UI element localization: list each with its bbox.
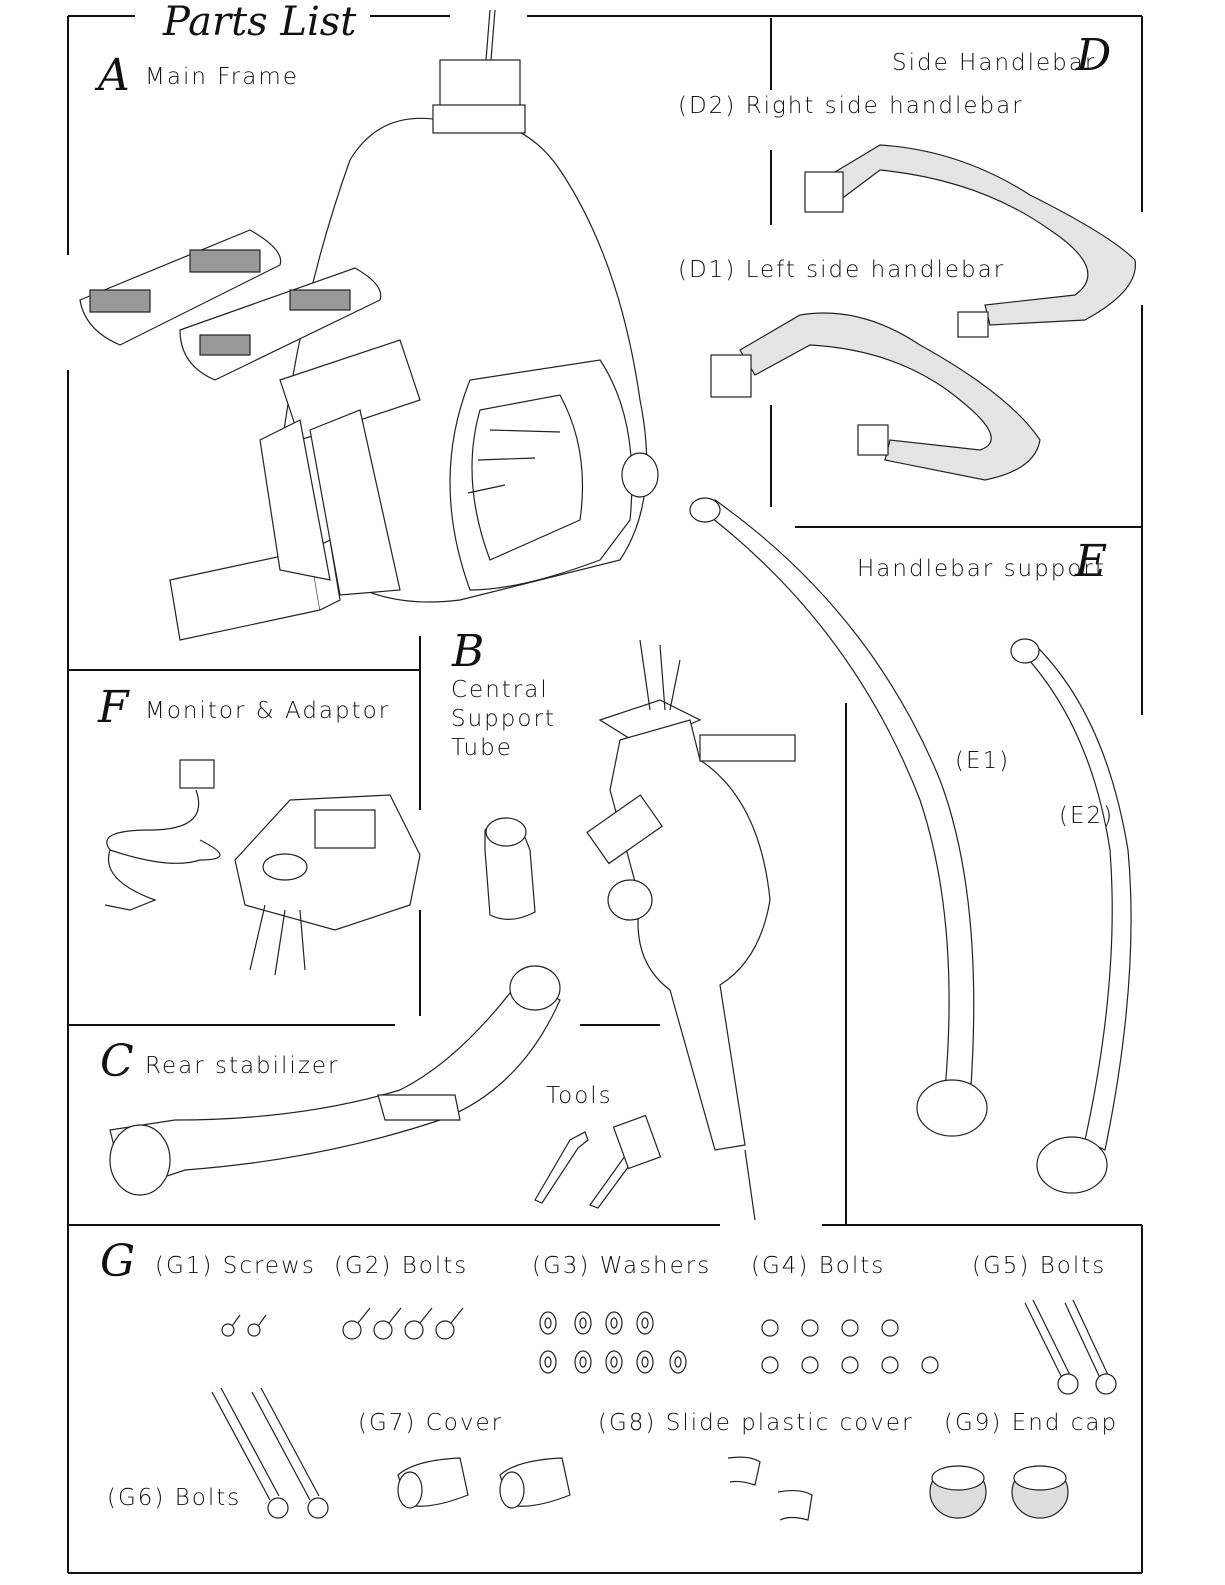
label-g2: (G2) Bolts — [334, 1253, 469, 1279]
page-title: Parts List — [163, 0, 357, 45]
label-central-line-2: Support — [451, 706, 556, 732]
label-rear-stabilizer: Rear stabilizer — [145, 1053, 340, 1079]
label-tools: Tools — [546, 1083, 613, 1109]
bolt-icon — [342, 1307, 464, 1340]
handlebar-drawing — [710, 144, 1136, 481]
central-tube-drawing — [586, 639, 796, 1221]
label-monitor-adaptor: Monitor & Adaptor — [145, 698, 391, 724]
label-d2: (D2) Right side handlebar — [678, 93, 1024, 119]
label-side-handlebar: Side Handlebar — [892, 50, 1097, 76]
tools-drawing — [534, 1114, 662, 1209]
section-letter-e: E — [1075, 536, 1108, 587]
water-bottle-drawing — [484, 817, 536, 920]
cover-icon — [397, 1457, 571, 1509]
label-g4: (G4) Bolts — [751, 1253, 886, 1279]
label-main-frame: Main Frame — [145, 64, 299, 90]
label-central-line-3: Tube — [451, 735, 513, 761]
label-central-line-1: Central — [451, 677, 549, 703]
label-g5: (G5) Bolts — [972, 1253, 1107, 1279]
section-letter-d: D — [1076, 30, 1112, 81]
main-frame-drawing — [79, 9, 659, 641]
label-g8: (G8) Slide plastic cover — [598, 1410, 914, 1436]
label-g3: (G3) Washers — [532, 1253, 712, 1279]
label-central-support-tube: Central Support Tube — [451, 679, 556, 766]
label-e2: (E2) — [1059, 803, 1115, 829]
section-letter-c: C — [100, 1036, 134, 1087]
section-letter-f: F — [98, 682, 129, 733]
handlebar-support-drawing — [689, 497, 1132, 1194]
label-d1: (D1) Left side handlebar — [678, 257, 1006, 283]
hardware-drawing — [211, 1299, 1117, 1521]
monitor-adaptor-drawing — [104, 759, 421, 976]
section-letter-g: G — [100, 1236, 136, 1287]
label-e1: (E1) — [955, 748, 1011, 774]
label-g6: (G6) Bolts — [107, 1485, 242, 1511]
section-letter-a: A — [98, 50, 130, 101]
label-g9: (G9) End cap — [944, 1410, 1119, 1436]
washer-icon — [539, 1311, 687, 1374]
label-g1: (G1) Screws — [155, 1253, 316, 1279]
section-letter-b: B — [452, 626, 485, 677]
rear-stabilizer-drawing — [109, 965, 561, 1196]
end-cap-icon — [929, 1465, 1069, 1519]
label-g7: (G7) Cover — [358, 1410, 504, 1436]
label-handlebar-support: Handlebar support — [857, 556, 1106, 582]
screw-icon — [221, 1314, 267, 1337]
